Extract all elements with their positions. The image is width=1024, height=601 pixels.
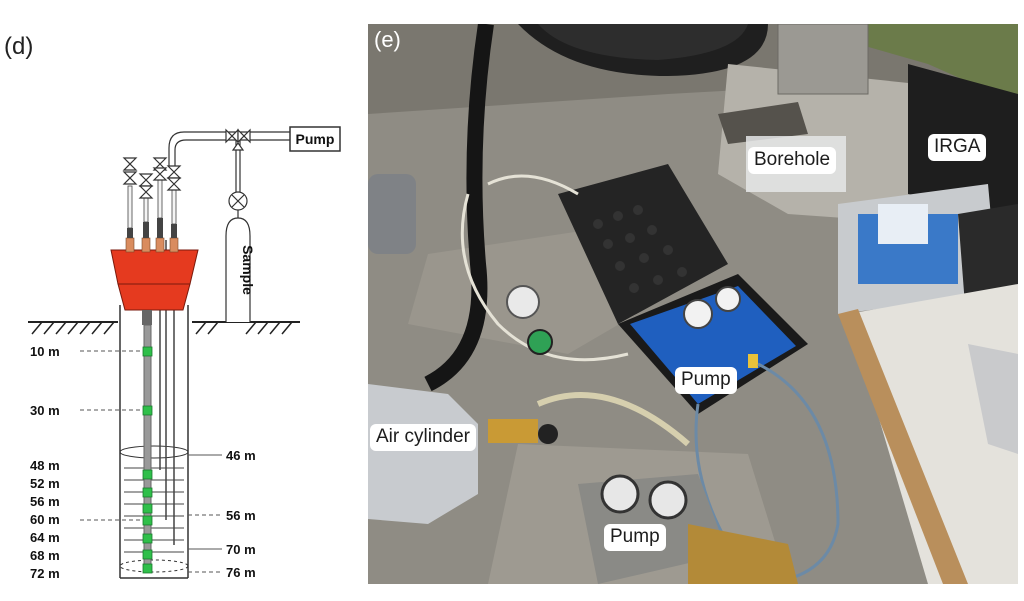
borehole-schematic: (d)	[4, 33, 341, 581]
pump-label-bottom: Pump	[604, 524, 666, 551]
irga-label: IRGA	[928, 134, 987, 161]
valves	[122, 157, 182, 199]
depth-label-right: 76 m	[226, 565, 256, 580]
pump-label-center: Pump	[675, 367, 737, 394]
depth-label-left: 72 m	[30, 566, 60, 581]
depth-label-left: 56 m	[30, 494, 60, 509]
depth-label-left: 48 m	[30, 458, 60, 473]
sample-cylinder-label: Sample	[240, 245, 256, 295]
borehole-stopper	[110, 249, 199, 325]
pump-box	[289, 126, 341, 152]
field-photo: (e) Borehole IRGA Pump Air cylinder Pump	[368, 24, 1018, 584]
pump-box-label: Pump	[296, 131, 335, 147]
sample-cylinder	[225, 217, 251, 322]
water-level	[119, 445, 189, 573]
depth-solid-lines	[188, 454, 222, 550]
depth-label-left: 64 m	[30, 530, 60, 545]
panel-e-label: (e)	[374, 27, 401, 52]
field-photo-illustration	[368, 24, 1018, 584]
depth-label-left: 60 m	[30, 512, 60, 527]
pump-line-valve	[225, 128, 251, 151]
borehole-label: Borehole	[748, 147, 837, 174]
ground-surface	[28, 321, 300, 335]
depth-label-left: 10 m	[30, 344, 60, 359]
borehole-casing	[119, 305, 189, 579]
depth-label-right: 70 m	[226, 542, 256, 557]
panel-d-label: (d)	[4, 33, 33, 60]
depth-label-right: 46 m	[226, 448, 256, 463]
sample-gauge	[228, 191, 248, 218]
depth-label-left: 68 m	[30, 548, 60, 563]
depth-label-right: 56 m	[226, 508, 256, 523]
depth-leader-lines	[80, 350, 222, 573]
depth-label-left: 30 m	[30, 403, 60, 418]
air-cylinder-label: Air cylinder	[370, 424, 476, 451]
depth-label-left: 52 m	[30, 476, 60, 491]
depth-sensors	[142, 346, 153, 574]
pump-line	[168, 131, 290, 196]
